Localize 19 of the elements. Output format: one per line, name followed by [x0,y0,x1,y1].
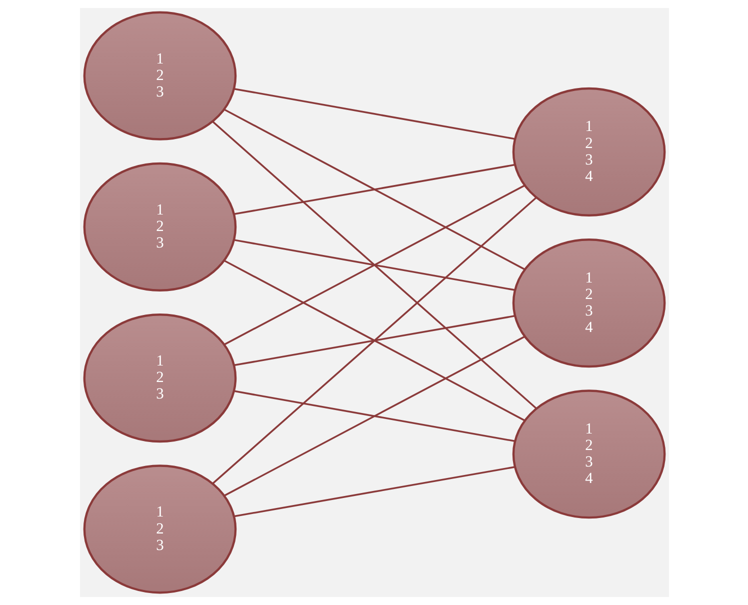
connector [234,466,514,518]
connector [224,336,524,496]
connector [224,260,525,422]
connector [233,390,515,442]
node-ellipse: 1 2 3 4 [512,238,666,368]
node-ellipse: 1 2 3 [82,314,236,443]
connector [233,88,515,140]
connector [211,120,536,410]
connector [224,184,524,346]
node-ellipse: 1 2 3 4 [512,87,666,216]
connector [212,196,536,484]
node-ellipse: 1 2 3 [82,11,236,140]
connector [234,315,514,366]
connector [234,164,514,215]
connector [224,108,525,270]
node-ellipse: 1 2 3 [82,464,236,594]
node-ellipse: 1 2 3 [82,162,236,292]
node-ellipse: 1 2 3 4 [512,390,666,519]
connector [233,239,515,291]
